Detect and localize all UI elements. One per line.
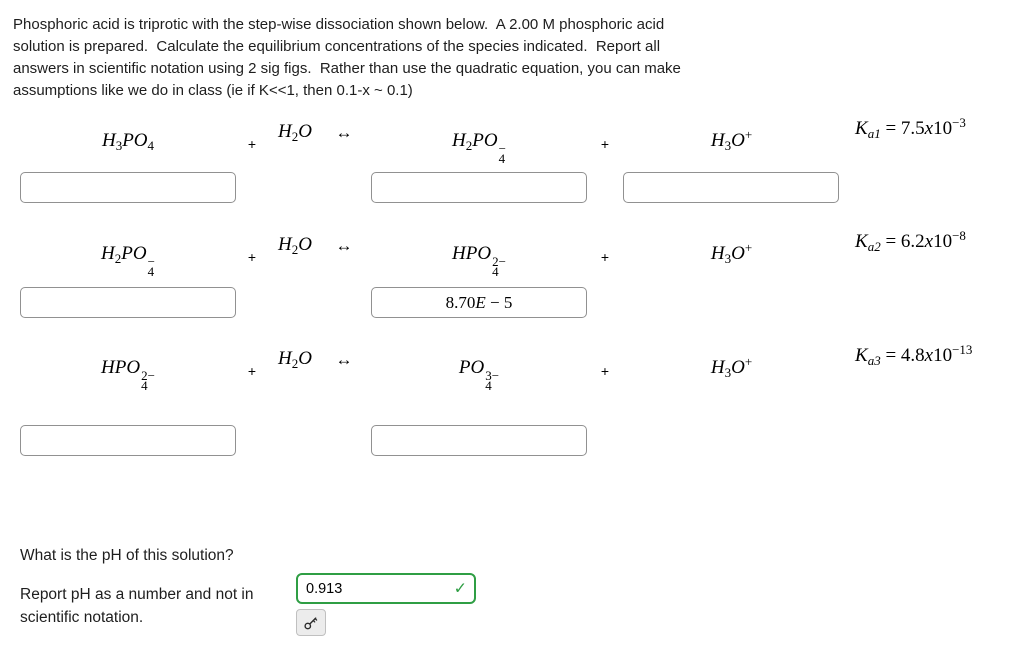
water-formula: H2O [278, 348, 312, 371]
hydronium-formula: H3O+ [710, 127, 753, 153]
plus-sign: + [247, 249, 257, 265]
reaction-row-1: H3PO4 + H2O ↔ H2PO−4 + H3O+ Ka1 = 7.5x10… [0, 115, 1024, 185]
problem-statement-line: answers in scientific notation using 2 s… [13, 60, 681, 77]
row1-hydronium-conc-input[interactable] [623, 172, 839, 203]
ph-answer-input[interactable] [296, 573, 476, 604]
hydronium-formula: H3O+ [710, 240, 753, 266]
answer-key-button[interactable] [296, 609, 326, 636]
reactant-formula-h2po4: H2PO−4 [101, 243, 155, 279]
row2-product-conc-answer[interactable]: 8.70E − 5 [371, 287, 587, 318]
plus-sign: + [247, 363, 257, 379]
water-formula: H2O [278, 121, 312, 144]
row3-product-conc-input[interactable] [371, 425, 587, 456]
row1-product-conc-input[interactable] [371, 172, 587, 203]
problem-statement-line: solution is prepared. Calculate the equi… [13, 38, 661, 55]
equilibrium-arrow-icon: ↔ [335, 350, 353, 369]
problem-statement: Phosphoric acid is triprotic with the st… [13, 14, 681, 102]
equilibrium-arrow-icon: ↔ [335, 236, 353, 255]
plus-sign: + [600, 363, 610, 379]
key-icon [304, 616, 318, 629]
ph-instruction: Report pH as a number and not in scienti… [20, 584, 254, 629]
ph-instruction-line: scientific notation. [20, 608, 144, 626]
reactant-formula-h3po4: H3PO4 [101, 130, 155, 153]
plus-sign: + [247, 136, 257, 152]
row3-reactant-conc-input[interactable] [20, 425, 236, 456]
correct-checkmark-icon: ✓ [453, 580, 467, 598]
ph-question: What is the pH of this solution? [20, 547, 234, 564]
problem-statement-line: Phosphoric acid is triprotic with the st… [13, 16, 665, 33]
row2-product-conc-value: 8.70E − 5 [445, 292, 513, 312]
plus-sign: + [600, 249, 610, 265]
row1-reactant-conc-input[interactable] [20, 172, 236, 203]
ph-answer-field: ✓ [296, 573, 476, 604]
water-formula: H2O [278, 234, 312, 257]
ka1-value: Ka1 = 7.5x10−3 [855, 115, 966, 141]
ka3-value: Ka3 = 4.8x10−13 [855, 342, 973, 368]
equilibrium-arrow-icon: ↔ [335, 123, 353, 142]
problem-statement-line: assumptions like we do in class (ie if K… [13, 82, 413, 99]
hydronium-formula: H3O+ [710, 354, 753, 380]
row2-reactant-conc-input[interactable] [20, 287, 236, 318]
product-formula-h2po4: H2PO−4 [452, 130, 506, 166]
plus-sign: + [600, 136, 610, 152]
ph-instruction-line: Report pH as a number and not in [20, 586, 254, 603]
ka2-value: Ka2 = 6.2x10−8 [855, 228, 966, 254]
